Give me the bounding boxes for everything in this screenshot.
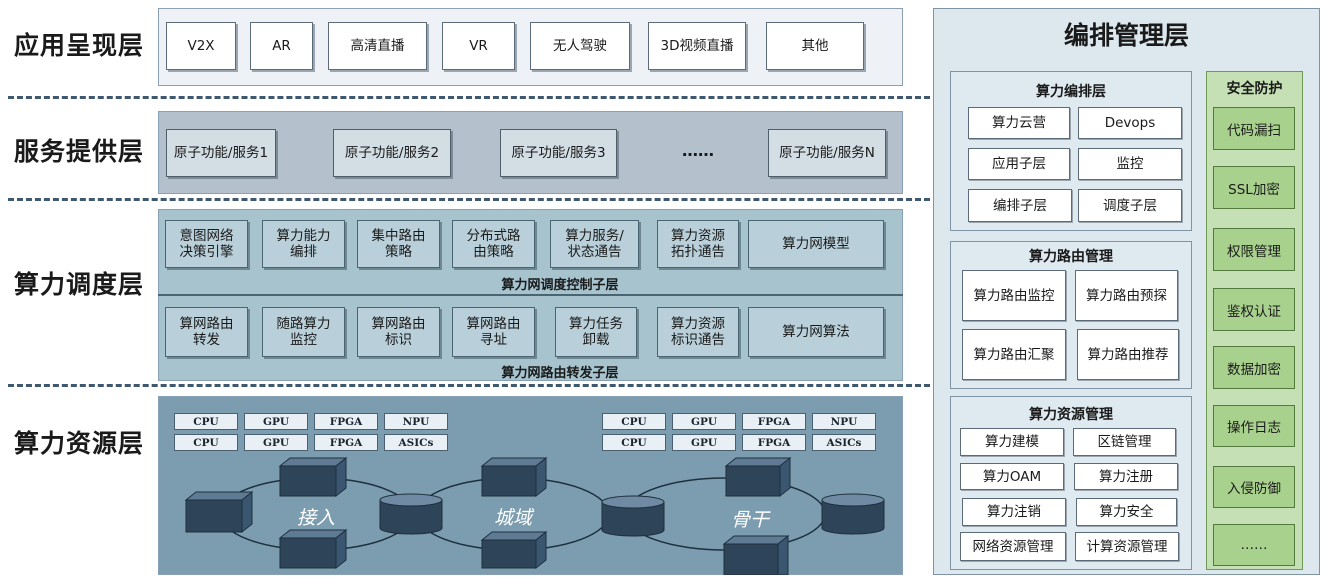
router-icon	[821, 493, 885, 535]
switch-icon	[480, 530, 548, 570]
control-sublayer-title: 算力网调度控制子层	[501, 278, 619, 293]
service-item-1: 原子功能/服务1	[166, 129, 276, 177]
network-topology: 接入 城域 骨干	[184, 456, 885, 575]
security-item-op-log: 操作日志	[1213, 405, 1295, 447]
control-item-network-model: 算力网模型	[748, 220, 884, 268]
app-item-v2x: V2X	[166, 22, 236, 70]
forward-item-resource-id: 算力资源 标识通告	[657, 307, 739, 357]
orchestration-title: 编排管理层	[1063, 21, 1189, 50]
forward-item-routing-forward: 算网路由 转发	[165, 307, 248, 357]
forward-item-routing-addressing: 算网路由 寻址	[452, 307, 535, 357]
chip-asics: ASICs	[812, 434, 876, 451]
chip-cpu: CPU	[174, 413, 238, 430]
app-item-other: 其他	[766, 22, 864, 70]
security-item-code-scan: 代码漏扫	[1213, 107, 1295, 150]
layer-label-resource: 算力资源层	[14, 429, 145, 458]
security-item-ssl: SSL加密	[1213, 166, 1295, 209]
app-item-vr: VR	[442, 22, 515, 70]
control-item-intent-engine: 意图网络 决策引擎	[165, 220, 248, 268]
switch-icon	[278, 456, 348, 498]
forward-item-routing-id: 算网路由 标识	[357, 307, 440, 357]
control-item-distributed-routing: 分布式路 由策略	[452, 220, 535, 268]
network-label-access: 接入	[297, 507, 335, 529]
compute-orch-title: 算力编排层	[1036, 84, 1106, 100]
security-title: 安全防护	[1226, 81, 1283, 97]
switch-icon	[278, 528, 348, 570]
res-item-deregister: 算力注销	[962, 498, 1066, 526]
security-item-permissions: 权限管理	[1213, 228, 1295, 271]
switch-icon	[480, 456, 548, 498]
res-item-modeling: 算力建模	[960, 428, 1064, 456]
res-item-security: 算力安全	[1076, 498, 1177, 526]
switch-icon	[724, 456, 792, 498]
app-item-autonomous-driving: 无人驾驶	[530, 22, 630, 70]
forward-sublayer-title: 算力网路由转发子层	[501, 366, 619, 381]
chip-gpu: GPU	[672, 413, 736, 430]
routing-item-recommend: 算力路由推荐	[1077, 329, 1179, 380]
chip-gpu: GPU	[244, 434, 308, 451]
switch-icon	[184, 490, 254, 534]
chip-fpga: FPGA	[742, 434, 806, 451]
routing-mgmt-title: 算力路由管理	[1029, 249, 1113, 265]
forward-item-task-offload: 算力任务 卸载	[555, 307, 637, 357]
res-item-oam: 算力OAM	[960, 463, 1064, 490]
layer-label-schedule: 算力调度层	[14, 270, 145, 299]
chip-npu: NPU	[384, 413, 448, 430]
orch-item-app-sublayer: 应用子层	[968, 148, 1070, 180]
app-item-3d-video-live: 3D视频直播	[648, 22, 746, 70]
orch-item-monitor: 监控	[1078, 148, 1182, 180]
chip-fpga: FPGA	[314, 413, 378, 430]
control-item-service-status: 算力服务/ 状态通告	[550, 220, 639, 268]
layer-label-app: 应用呈现层	[14, 31, 145, 60]
service-item-n: 原子功能/服务N	[768, 129, 886, 177]
resource-mgmt-title: 算力资源管理	[1029, 407, 1113, 423]
res-item-network-resource: 网络资源管理	[960, 532, 1066, 561]
forward-item-inband-monitor: 随路算力 监控	[262, 307, 345, 357]
layer-divider	[8, 198, 930, 201]
chip-cpu: CPU	[174, 434, 238, 451]
res-item-compute-resource: 计算资源管理	[1075, 532, 1179, 561]
orch-item-devops: Devops	[1078, 107, 1182, 139]
control-item-capability-orch: 算力能力 编排	[262, 220, 345, 268]
chip-fpga: FPGA	[314, 434, 378, 451]
security-item-more: ……	[1213, 524, 1295, 566]
switch-icon	[722, 534, 790, 575]
chip-cpu: CPU	[602, 413, 666, 430]
security-item-intrusion-defense: 入侵防御	[1213, 466, 1295, 508]
control-item-resource-topology: 算力资源 拓扑通告	[657, 220, 739, 268]
chip-npu: NPU	[812, 413, 876, 430]
routing-item-aggregate: 算力路由汇聚	[962, 329, 1066, 380]
network-label-backbone: 骨干	[731, 509, 771, 531]
service-item-2: 原子功能/服务2	[333, 129, 451, 177]
router-icon	[379, 493, 443, 535]
service-ellipsis: ……	[682, 141, 714, 160]
chip-cpu: CPU	[602, 434, 666, 451]
routing-item-monitor: 算力路由监控	[962, 270, 1066, 321]
orch-item-schedule-sublayer: 调度子层	[1078, 189, 1182, 222]
forward-item-network-algorithm: 算力网算法	[748, 307, 884, 357]
res-item-register: 算力注册	[1074, 463, 1178, 490]
layer-divider	[8, 384, 930, 387]
orch-item-cloud-ops: 算力云营	[968, 107, 1070, 139]
security-item-data-encryption: 数据加密	[1213, 346, 1295, 389]
chip-gpu: GPU	[244, 413, 308, 430]
chip-gpu: GPU	[672, 434, 736, 451]
orch-item-orch-sublayer: 编排子层	[968, 189, 1072, 222]
layer-divider	[8, 96, 930, 99]
control-item-central-routing: 集中路由 策略	[357, 220, 440, 268]
res-item-chain-mgmt: 区链管理	[1073, 428, 1176, 456]
app-item-hd-live: 高清直播	[328, 22, 427, 70]
chip-fpga: FPGA	[742, 413, 806, 430]
app-item-ar: AR	[250, 22, 313, 70]
layer-label-service: 服务提供层	[14, 137, 145, 166]
chip-asics: ASICs	[384, 434, 448, 451]
routing-item-probe: 算力路由预探	[1075, 270, 1178, 321]
sublayer-divider	[158, 294, 903, 296]
security-item-auth: 鉴权认证	[1213, 288, 1295, 331]
network-label-metro: 城域	[494, 507, 535, 529]
service-item-3: 原子功能/服务3	[500, 129, 617, 177]
router-icon	[601, 495, 665, 537]
